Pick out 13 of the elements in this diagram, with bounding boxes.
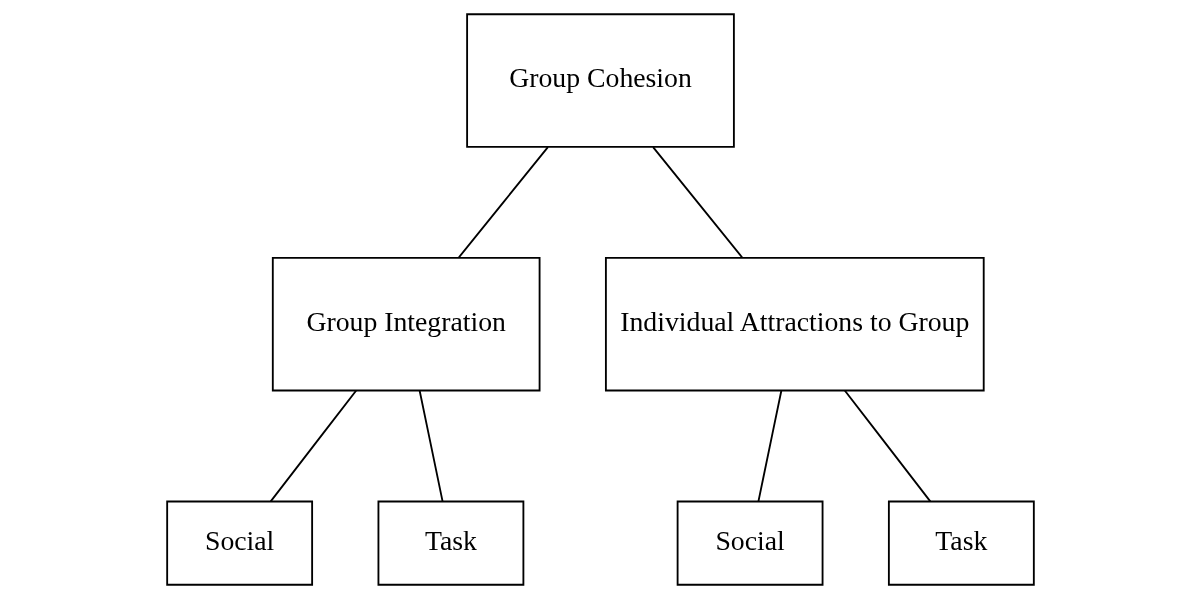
connector xyxy=(843,389,932,503)
node-box: Group Cohesion xyxy=(466,13,735,148)
node-box: Group Integration xyxy=(271,256,541,392)
node-box: Social xyxy=(166,500,314,586)
connector xyxy=(269,389,358,503)
node-box: Individual Attractions to Group xyxy=(604,256,985,392)
connector xyxy=(757,389,783,503)
node-box: Social xyxy=(676,500,824,586)
node-box: Task xyxy=(377,500,525,586)
connector xyxy=(418,389,444,503)
connector xyxy=(652,146,744,259)
connector xyxy=(457,146,549,259)
node-box: Task xyxy=(887,500,1035,586)
